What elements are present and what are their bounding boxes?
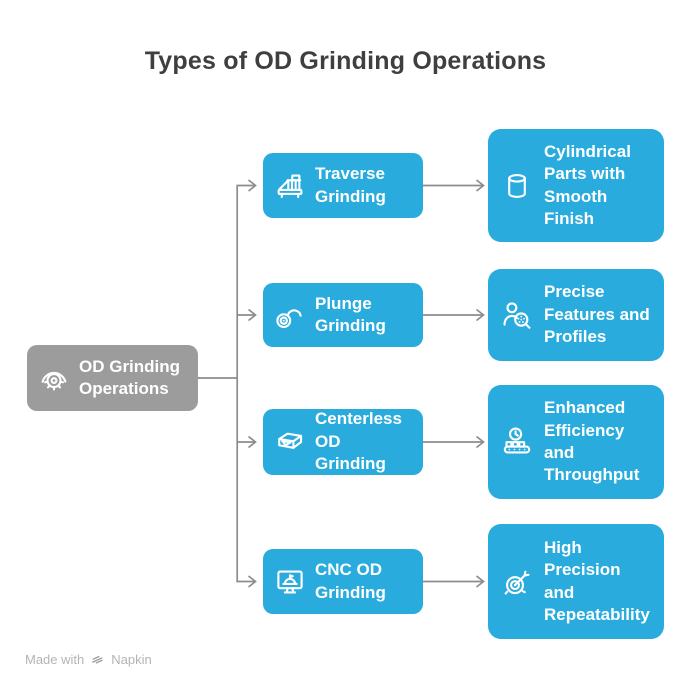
watermark-brand: Napkin — [111, 652, 152, 667]
node-cnc-od-grinding: CNC OD Grinding — [263, 549, 423, 614]
node-label: CNC OD Grinding — [315, 560, 386, 602]
angle-grinder-icon — [276, 309, 302, 329]
node-cylindrical-parts: Cylindrical Parts with Smooth Finish — [488, 129, 664, 242]
node-high-precision: High Precision and Repeatability — [488, 524, 664, 639]
node-label: Centerless OD Grinding — [315, 409, 402, 474]
grinding-wheel-icon — [41, 371, 67, 391]
cnc-monitor-icon — [277, 569, 303, 594]
page-title: Types of OD Grinding Operations — [144, 47, 547, 75]
node-label: Plunge Grinding — [315, 293, 386, 335]
target-dart-icon — [504, 570, 530, 595]
root-node-od-grinding-operations: OD Grinding Operations — [27, 345, 198, 411]
node-label: Traverse Grinding — [315, 164, 386, 206]
person-magnifier-icon — [503, 302, 531, 329]
node-centerless-od-grinding: Centerless OD Grinding — [263, 409, 423, 475]
grinding-machine-icon — [277, 173, 303, 198]
node-plunge-grinding: Plunge Grinding — [263, 283, 423, 347]
node-precise-features: Precise Features and Profiles — [488, 269, 664, 361]
node-enhanced-efficiency: Enhanced Efficiency and Throughput — [488, 385, 664, 499]
node-label: Enhanced Efficiency and Throughput — [544, 398, 640, 485]
watermark-made-with: Made with — [25, 652, 85, 667]
root-node-label: OD Grinding Operations — [79, 356, 181, 398]
node-label: Precise Features and Profiles — [544, 282, 650, 347]
metal-block-icon — [278, 432, 303, 449]
node-label: High Precision and Repeatability — [544, 537, 650, 624]
watermark: Made with Napkin — [25, 652, 152, 667]
napkin-logo-icon — [92, 655, 103, 664]
node-traverse-grinding: Traverse Grinding — [263, 153, 423, 218]
node-label: Cylindrical Parts with Smooth Finish — [544, 141, 631, 228]
clock-conveyor-icon — [503, 427, 531, 454]
cylinder-icon — [508, 173, 526, 198]
